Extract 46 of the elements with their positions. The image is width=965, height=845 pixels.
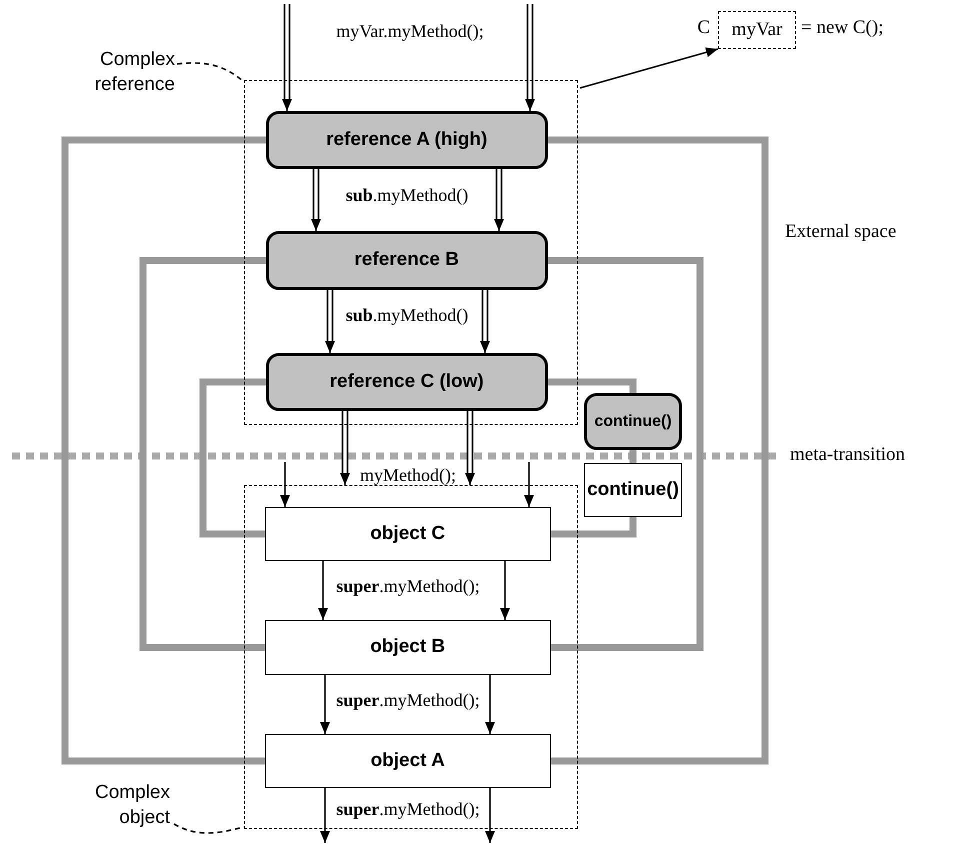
code-text: C xyxy=(697,18,710,39)
arrow xyxy=(485,788,495,843)
double-arrow xyxy=(480,289,490,354)
edge-label: myMethod(); xyxy=(358,466,458,486)
callout-text: Complex object xyxy=(55,778,170,834)
dashed-group-box xyxy=(244,485,578,829)
arrow xyxy=(500,561,510,620)
reference-box: reference C (low) xyxy=(266,352,548,411)
edge-label: sub.myMethod() xyxy=(344,186,470,206)
connector-line xyxy=(200,378,266,538)
connector-line xyxy=(580,47,718,89)
arrow xyxy=(320,788,330,843)
connector-line xyxy=(140,257,266,651)
arrow xyxy=(524,462,534,507)
connector-line xyxy=(630,450,636,463)
method-box: continue() xyxy=(584,463,682,517)
arrow xyxy=(318,561,328,620)
callout-text: Complex reference xyxy=(55,42,175,104)
reference-box: reference B xyxy=(266,230,548,290)
double-arrow xyxy=(282,3,292,112)
method-box: continue() xyxy=(584,393,682,450)
connector-line xyxy=(548,257,704,651)
reference-box: reference A (high) xyxy=(266,110,548,169)
double-arrow xyxy=(311,168,321,232)
arrow xyxy=(320,675,330,734)
leader-line xyxy=(174,823,244,834)
connector-line xyxy=(551,517,636,538)
connector-line xyxy=(548,378,636,393)
arrow xyxy=(485,675,495,734)
connector-line xyxy=(62,136,266,764)
dashed-group-box xyxy=(244,80,578,425)
object-box: object A xyxy=(264,734,551,788)
object-box: object B xyxy=(264,620,551,675)
variable-box: myVar xyxy=(718,11,796,49)
region-label: meta-transition xyxy=(790,445,906,466)
object-box: object C xyxy=(264,506,551,561)
double-arrow xyxy=(465,410,475,486)
double-arrow xyxy=(340,410,350,486)
arrow xyxy=(280,462,290,507)
double-arrow xyxy=(325,289,335,354)
edge-label: sub.myMethod() xyxy=(344,306,470,326)
code-text: = new C(); xyxy=(801,18,884,39)
double-arrow xyxy=(525,3,535,112)
region-label: External space xyxy=(785,222,896,243)
connector-line xyxy=(548,136,768,764)
double-arrow xyxy=(494,168,504,232)
